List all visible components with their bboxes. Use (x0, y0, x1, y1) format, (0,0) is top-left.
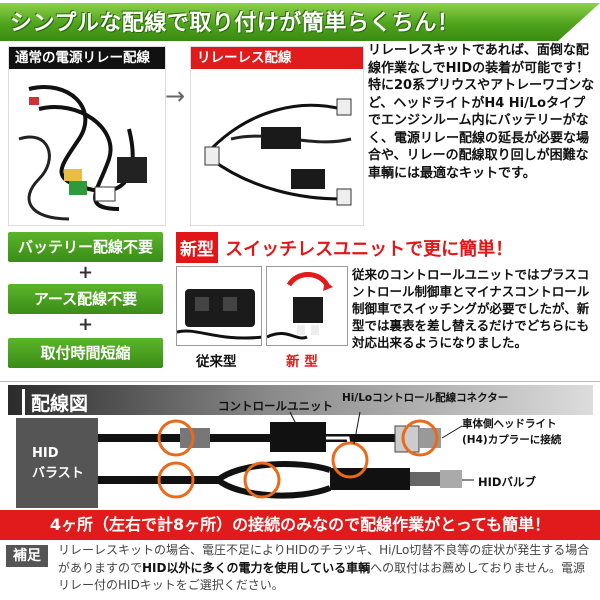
old-unit-photo (176, 266, 262, 346)
control-unit-label: コントロールユニット (218, 399, 333, 413)
plus-sign: + (78, 314, 94, 335)
note-text-part-2: への取付はお薦めしておりません。電源リレー付のHIDキットをご選択ください。 (58, 560, 586, 593)
vehicle-coupler-label-2: (H4)カプラーに接続 (462, 434, 562, 446)
switchless-description: 従来のコントロールユニットではプラスコントロール制御車とマイナスコントロール制御… (352, 267, 590, 350)
relay-wiring-label: 通常の電源リレー配線 (9, 47, 165, 69)
relayless-harness-image (204, 98, 352, 206)
note-text-bold: HID以外に多くの電力を使用している車輌 (142, 560, 371, 575)
old-switch-unit-image (177, 289, 261, 340)
relayless-wiring-label: リレーレス配線 (191, 47, 363, 69)
badge-shorter-install: 取付時間短縮 (8, 338, 163, 368)
hilo-connector-label: Hi/Loコントロール配線コネクター (342, 392, 509, 404)
relayless-wiring-photo: リレーレス配線 (190, 46, 364, 226)
note-text-part-1: リレーレスキットの場合、電圧不足によりHIDのチラツキ、Hi/Lo切替不良等の症… (58, 543, 590, 575)
new-model-tag: 新型 (176, 232, 218, 263)
page-title: シンプルな配線で取り付けが簡単らくちん！ (10, 11, 460, 36)
new-switchless-unit-image (267, 272, 333, 340)
switchless-heading: 新型 スイッチレスユニットで更に簡単！ (176, 232, 514, 263)
ballast-label-1: HID (32, 446, 59, 461)
relay-wiring-photo: 通常の電源リレー配線 (8, 46, 166, 226)
note-text: リレーレスキットの場合、電圧不足によりHIDのチラツキ、Hi/Lo切替不良等の症… (58, 542, 596, 595)
connection-banner: 4ヶ所（左右で計8ヶ所）の接続のみなので配線作業がとっても簡単！ (0, 510, 600, 540)
switchless-title: スイッチレスユニットで更に簡単！ (225, 238, 514, 260)
header-bar (0, 3, 600, 41)
note-tag: 補足 (6, 545, 48, 567)
plus-sign: + (78, 262, 94, 283)
wiring-diagram-drawing (16, 411, 474, 508)
badge-no-battery-wiring: バッテリー配線不要 (8, 232, 163, 262)
diagram-title: 配線図 (22, 389, 88, 416)
arrow-right-icon: → (165, 82, 186, 110)
wiring-diagram: 配線図 コントロールユニット Hi/Loコントロール配線コネクター 車体側ヘッド… (0, 381, 600, 510)
relay-harness-image (18, 85, 147, 221)
new-model-caption: 新 型 (286, 354, 318, 370)
vehicle-coupler-label-1: 車体側ヘッドライト (462, 418, 557, 430)
new-unit-photo (266, 266, 348, 346)
header: シンプルな配線で取り付けが簡単らくちん！ (0, 0, 600, 44)
badge-no-ground-wiring: アース配線不要 (8, 284, 163, 314)
relayless-description: リレーレスキットであれば、面倒な配線作業なしでHIDの装着が可能です！特に20系… (368, 43, 595, 181)
old-model-caption: 従来型 (196, 354, 237, 370)
diagram-title-bar: 配線図 (8, 385, 593, 416)
hid-bulb-label: HIDバルブ (478, 475, 536, 489)
ballast-label-2: バラスト (32, 466, 84, 481)
